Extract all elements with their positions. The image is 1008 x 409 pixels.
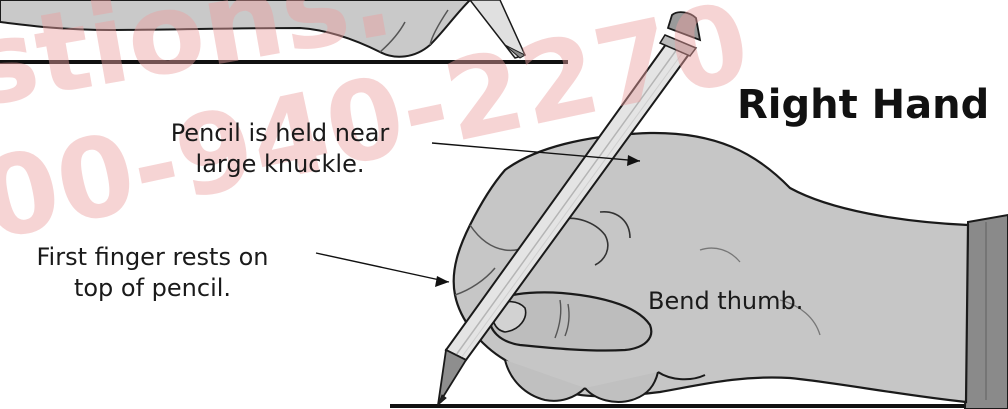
callout-pencil-near-knuckle-line2: large knuckle. [120,149,440,180]
callout-first-finger-line1: First finger rests on [0,242,305,273]
callout-pencil-near-knuckle: Pencil is held near large knuckle. [120,118,440,179]
callout-first-finger-line2: top of pencil. [0,273,305,304]
diagram-title: Right Hand [737,82,989,128]
callout-bend-thumb: Bend thumb. [648,286,803,317]
top-hand-fragment [0,0,470,57]
callout-first-finger: First finger rests on top of pencil. [0,242,305,303]
top-pencil [470,0,525,58]
sleeve [965,215,1008,409]
callout-pencil-near-knuckle-line1: Pencil is held near [120,118,440,149]
